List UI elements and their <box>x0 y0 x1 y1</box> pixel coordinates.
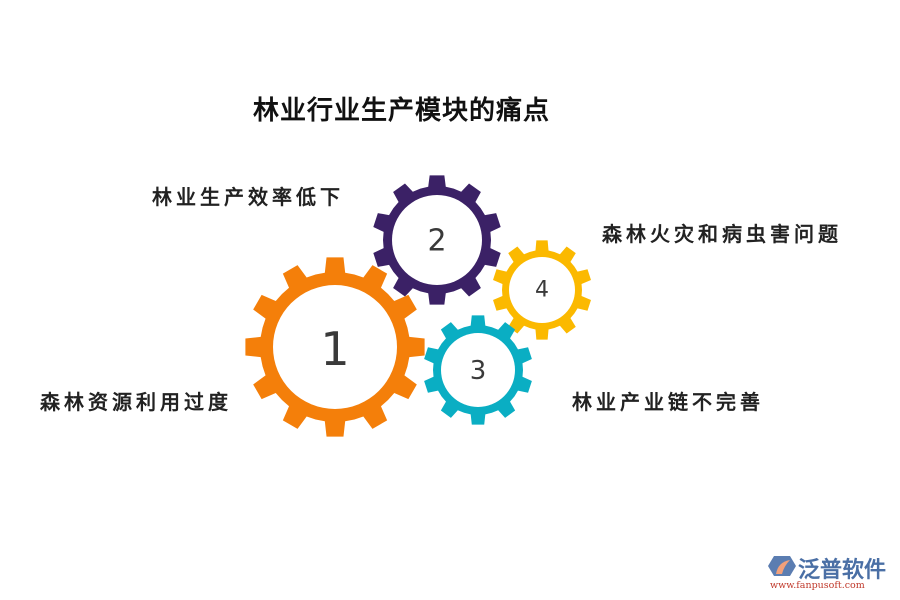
label-gear-1: 森林资源利用过度 <box>40 390 232 414</box>
brand-logo: 泛普软件 www.fanpusoft.com <box>768 552 893 597</box>
logo-url: www.fanpusoft.com <box>770 580 865 591</box>
gear-4 <box>493 240 591 340</box>
label-gear-3: 林业产业链不完善 <box>572 390 764 414</box>
label-gear-2: 林业生产效率低下 <box>152 185 344 209</box>
gear-3 <box>424 315 532 425</box>
gear-1 <box>245 257 425 437</box>
gear-2-number: 2 <box>427 224 446 259</box>
label-gear-4: 森林火灾和病虫害问题 <box>602 222 842 246</box>
logo-name: 泛普软件 <box>798 558 887 583</box>
gear-1-number: 1 <box>320 322 349 376</box>
gear-3-number: 3 <box>470 356 487 386</box>
gear-2 <box>373 175 501 305</box>
gear-4-number: 4 <box>535 278 549 303</box>
diagram-title: 林业行业生产模块的痛点 <box>253 96 551 126</box>
logo-icon <box>768 556 796 576</box>
